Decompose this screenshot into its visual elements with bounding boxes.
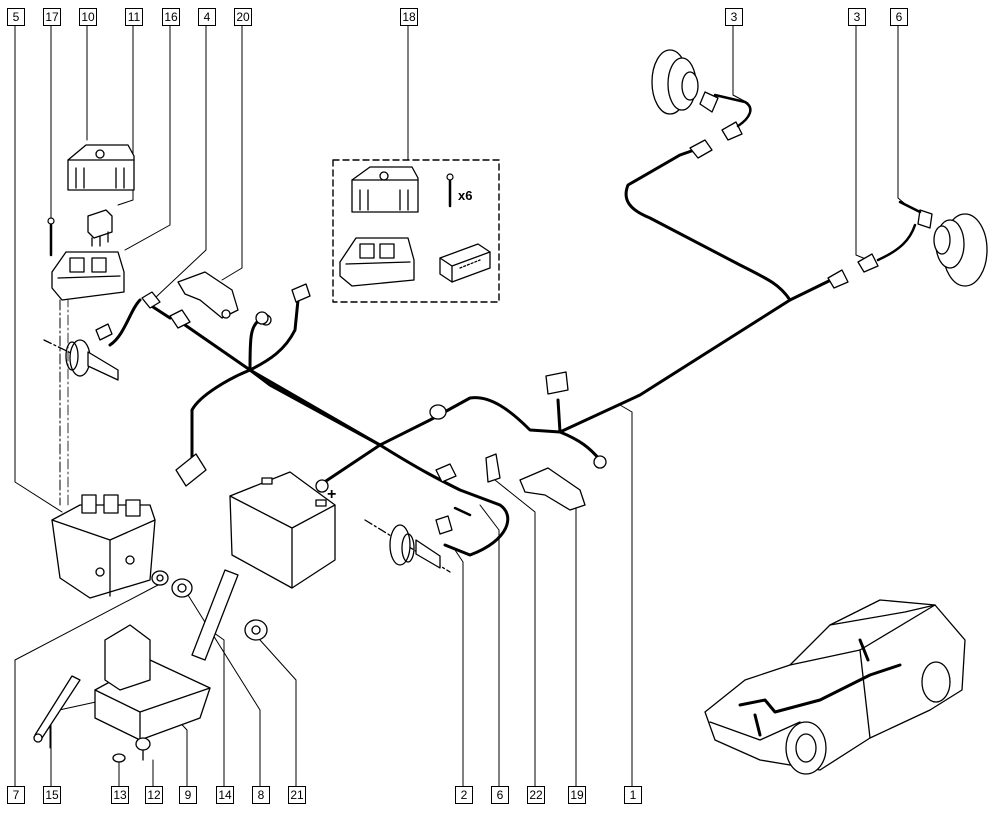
callout-5: 5 <box>7 8 25 26</box>
relay-base-16 <box>51 251 125 301</box>
callout-8: 8 <box>252 786 270 804</box>
strut-14 <box>191 569 239 661</box>
harness-connectors <box>141 121 879 493</box>
screw-17 <box>47 217 55 257</box>
kit-quantity-label: x6 <box>458 188 473 203</box>
relay-cover-10 <box>67 144 135 191</box>
callout-3-upper: 3 <box>725 8 743 26</box>
battery-positive-sign: + <box>327 486 337 503</box>
battery <box>229 471 336 589</box>
rear-right-sensor-cable <box>876 223 917 262</box>
leader-lines-bottom <box>14 404 633 787</box>
callout-21: 21 <box>288 786 306 804</box>
grommet-8 <box>171 578 193 598</box>
car-silhouette <box>704 599 966 775</box>
callout-14: 14 <box>216 786 234 804</box>
abs-unit <box>51 494 156 599</box>
callout-11: 11 <box>125 8 143 26</box>
strut-15 <box>33 675 81 743</box>
rear-hub-upper <box>651 49 719 115</box>
car-harness-highlight <box>738 638 902 737</box>
main-harness <box>108 146 837 557</box>
kit-relay-base <box>339 237 415 287</box>
bolt-12 <box>135 737 151 761</box>
callout-6-bottom: 6 <box>491 786 509 804</box>
kit-box <box>332 159 500 303</box>
callout-15: 15 <box>43 786 61 804</box>
relay-11 <box>87 209 113 247</box>
callout-12: 12 <box>145 786 163 804</box>
grommet-7 <box>151 570 169 586</box>
kit-relay-cover <box>351 166 419 213</box>
callout-9: 9 <box>179 786 197 804</box>
grommet-21 <box>244 619 268 641</box>
callout-7: 7 <box>7 786 25 804</box>
washer-13 <box>112 753 126 763</box>
kit-screw <box>446 173 454 208</box>
callout-19: 19 <box>568 786 586 804</box>
kit-connector-block <box>439 243 491 283</box>
callout-1: 1 <box>624 786 642 804</box>
callout-13: 13 <box>111 786 129 804</box>
front-left-hub <box>43 323 119 381</box>
bracket-19 <box>519 467 586 511</box>
callout-20: 20 <box>234 8 252 26</box>
callout-2: 2 <box>455 786 473 804</box>
rear-sensor-cable <box>713 93 752 128</box>
callout-16: 16 <box>162 8 180 26</box>
callout-17: 17 <box>43 8 61 26</box>
callout-4: 4 <box>198 8 216 26</box>
rear-hub-right <box>898 200 988 287</box>
callout-6-top: 6 <box>890 8 908 26</box>
callout-18: 18 <box>400 8 418 26</box>
callout-3-right: 3 <box>848 8 866 26</box>
front-right-hub <box>364 506 472 573</box>
bracket-22 <box>485 453 501 483</box>
callout-10: 10 <box>79 8 97 26</box>
mount-bracket-9 <box>94 624 211 741</box>
bracket-20 <box>177 271 269 325</box>
callout-22: 22 <box>527 786 545 804</box>
